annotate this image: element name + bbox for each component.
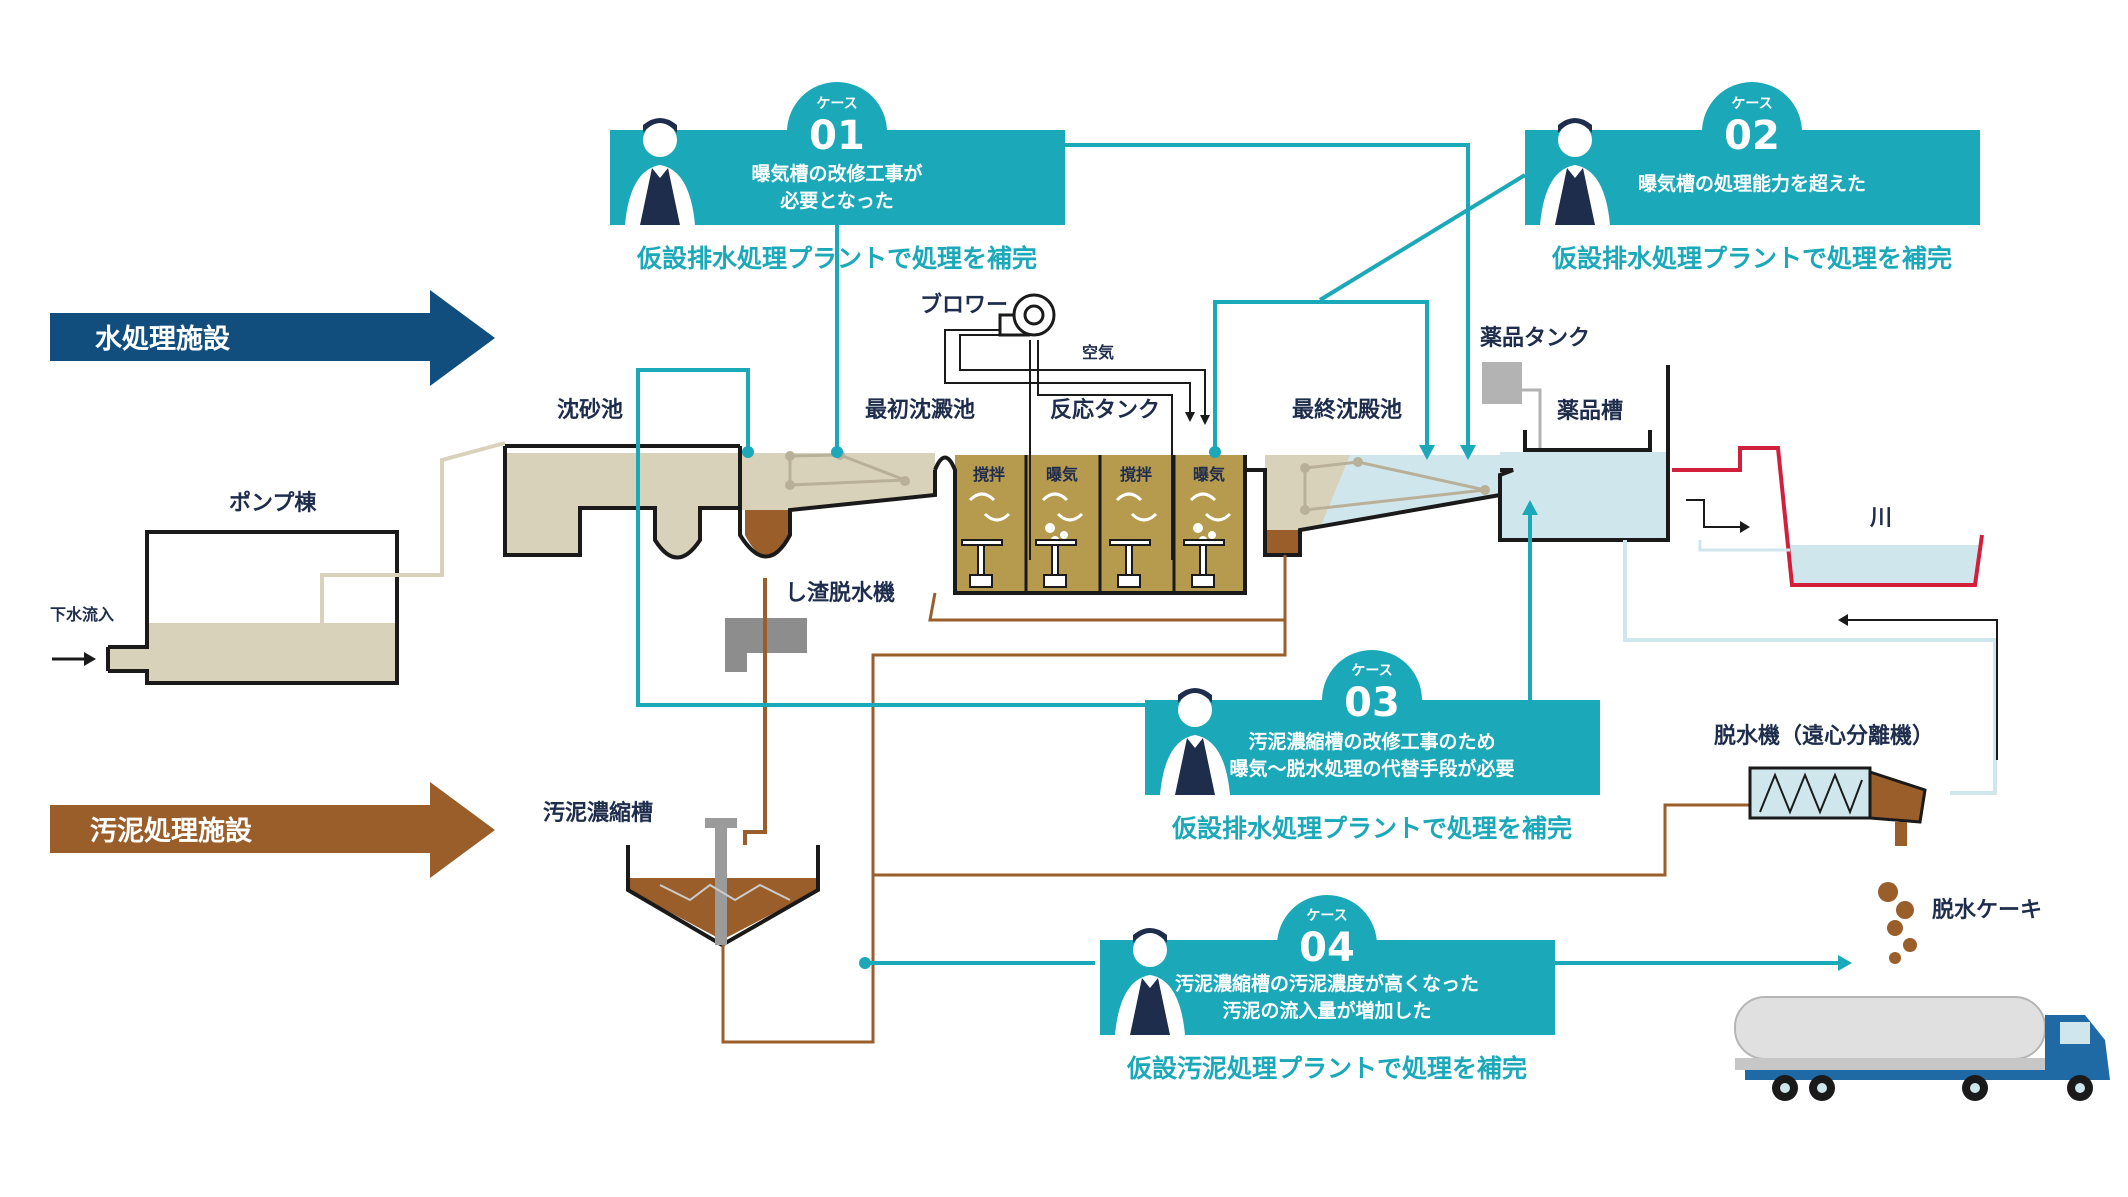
stir-label-2: 撹拌 [1120, 465, 1152, 484]
aeration-label-1: 曝気 [1046, 465, 1078, 484]
worker-avatar-icon [625, 118, 695, 225]
case-02-tag: ケース [1731, 96, 1772, 112]
case-01-line2: 必要となった [779, 189, 893, 212]
grit-chamber-label: 沈砂池 [557, 397, 623, 423]
worker-avatar-icon [1160, 688, 1230, 795]
blower-icon [1012, 293, 1056, 337]
chemical-tank-label: 薬品タンク [1480, 326, 1590, 351]
screenings-dewaterer-label: し渣脱水機 [785, 580, 895, 606]
case-04-line2: 汚泥の流入量が増加した [1222, 999, 1431, 1022]
case-04-tag: ケース [1306, 908, 1347, 924]
case-04-supplement: 仮設汚泥処理プラントで処理を補完 [1126, 1054, 1527, 1083]
dewatered-cake-label: 脱水ケーキ [1932, 898, 2042, 923]
air-label: 空気 [1082, 343, 1114, 362]
case-01-supplement: 仮設排水処理プラントで処理を補完 [636, 244, 1037, 273]
river: 川 [1672, 446, 1984, 587]
case-01-callout: ケース 01 曝気槽の改修工事が 必要となった 仮設排水処理プラントで処理を補完 [610, 82, 1065, 273]
blower: ブロワー 空気 [920, 292, 1210, 560]
dewatered-cake: 脱水ケーキ [1878, 882, 2042, 964]
case-03-callout: ケース 03 汚泥濃縮槽の改修工事のため 曝気～脱水処理の代替手段が必要 仮設排… [1145, 650, 1600, 843]
reaction-tank: 撹拌 曝気 撹拌 曝気 反応タンク [933, 397, 1247, 595]
blower-label: ブロワー [920, 292, 1008, 318]
final-clarifier: 最終沈殿池 [1243, 397, 1501, 557]
sludge-thickener-label: 汚泥濃縮槽 [543, 800, 653, 826]
screenings-dewaterer: し渣脱水機 [725, 578, 895, 845]
case-03-line1: 汚泥濃縮槽の改修工事のため [1248, 730, 1495, 753]
case-02-callout: ケース 02 曝気槽の処理能力を超えた 仮設排水処理プラントで処理を補完 [1525, 82, 1980, 273]
case-03-tag: ケース [1351, 663, 1392, 679]
worker-avatar-icon [1540, 118, 1610, 225]
case-01-line1: 曝気槽の改修工事が [751, 162, 922, 185]
worker-avatar-icon [1115, 928, 1185, 1035]
grit-chamber: 沈砂池 [503, 397, 740, 560]
pump-station-label: ポンプ棟 [229, 490, 317, 516]
case-04-callout: ケース 04 汚泥濃縮槽の汚泥濃度が高くなった 汚泥の流入量が増加した 仮設汚泥… [1100, 895, 1555, 1083]
sludge-pipes [721, 555, 1752, 1044]
case-03-supplement: 仮設排水処理プラントで処理を補完 [1171, 814, 1572, 843]
inflow-label: 下水流入 [50, 605, 114, 624]
aeration-label-2: 曝気 [1193, 465, 1225, 484]
dewaterer-label: 脱水機（遠心分離機） [1714, 723, 1934, 749]
river-label: 川 [1869, 506, 1892, 531]
temporary-plant-lines [636, 143, 1840, 965]
stir-label-1: 撹拌 [973, 465, 1005, 484]
chemical-basin-label: 薬品槽 [1557, 399, 1623, 424]
centrifuge-dewaterer: 脱水機（遠心分離機） [1714, 723, 1934, 846]
case-01-tag: ケース [816, 96, 857, 112]
inflow: 下水流入 [50, 605, 114, 666]
primary-clarifier: 最初沈澱池 [738, 397, 975, 559]
case-02-supplement: 仮設排水処理プラントで処理を補完 [1551, 244, 1952, 273]
reaction-tank-label: 反応タンク [1050, 397, 1160, 423]
case-04-number: 04 [1299, 925, 1355, 971]
inflow-arrow-icon [84, 652, 96, 666]
sludge-thickener: 汚泥濃縮槽 [543, 800, 820, 948]
chemical-section: 薬品タンク 薬品槽 [1480, 326, 1750, 542]
pump-station: ポンプ棟 [106, 441, 506, 685]
final-clarifier-label: 最終沈殿池 [1292, 397, 1402, 423]
case-04-line1: 汚泥濃縮槽の汚泥濃度が高くなった [1175, 972, 1479, 995]
water-treatment-label: 水処理施設 [95, 323, 231, 355]
water-treatment-arrow: 水処理施設 [50, 290, 495, 386]
sludge-treatment-arrow: 汚泥処理施設 [50, 782, 495, 878]
case-03-line2: 曝気～脱水処理の代替手段が必要 [1229, 757, 1514, 780]
tanker-truck-icon [1734, 996, 2110, 1101]
case-01-number: 01 [809, 113, 865, 159]
sludge-treatment-label: 汚泥処理施設 [90, 815, 253, 847]
case-02-number: 02 [1724, 113, 1780, 159]
case-03-number: 03 [1344, 680, 1400, 726]
case-02-line1: 曝気槽の処理能力を超えた [1638, 172, 1866, 195]
primary-clarifier-label: 最初沈澱池 [865, 397, 975, 423]
